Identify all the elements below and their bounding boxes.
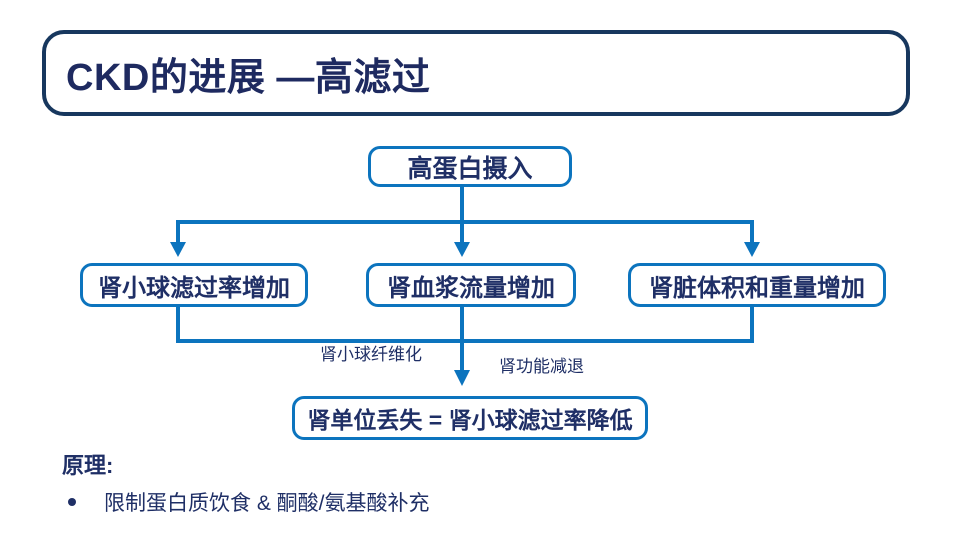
title-box: CKD的进展 —高滤过 <box>42 30 910 116</box>
arrowhead-right-icon <box>744 242 760 257</box>
lower-connector-lines <box>176 307 754 372</box>
arrowhead-bottom-icon <box>454 370 470 386</box>
edge-label-glomerular-fibrosis: 肾小球纤维化 <box>320 345 422 364</box>
node-label: 高蛋白摄入 <box>407 154 533 183</box>
node-high-protein-intake: 高蛋白摄入 <box>368 146 572 187</box>
bullet-item: 限制蛋白质饮食 & 酮酸/氨基酸补充 <box>62 487 430 517</box>
upper-connector-lines <box>176 187 754 244</box>
notes-section: 原理: 限制蛋白质饮食 & 酮酸/氨基酸补充 <box>62 448 430 517</box>
node-kidney-volume-weight-increase: 肾脏体积和重量增加 <box>628 263 886 307</box>
bullet-text: 限制蛋白质饮食 & 酮酸/氨基酸补充 <box>104 492 430 515</box>
node-gfr-increase: 肾小球滤过率增加 <box>80 263 308 307</box>
node-label: 肾小球滤过率增加 <box>98 274 290 302</box>
slide-title: CKD的进展 —高滤过 <box>66 56 431 99</box>
arrowhead-center-icon <box>454 242 470 257</box>
lower-arrowhead <box>454 370 470 386</box>
edge-label-renal-function-decline: 肾功能减退 <box>499 357 584 376</box>
node-label: 肾脏体积和重量增加 <box>649 274 865 302</box>
node-renal-plasma-flow-increase: 肾血浆流量增加 <box>366 263 576 307</box>
arrowhead-left-icon <box>170 242 186 257</box>
notes-heading: 原理: <box>62 453 114 478</box>
bullet-icon <box>68 498 76 506</box>
node-nephron-loss-gfr-decrease: 肾单位丢失 = 肾小球滤过率降低 <box>292 396 648 440</box>
node-label: 肾单位丢失 = 肾小球滤过率降低 <box>307 407 633 433</box>
node-label: 肾血浆流量增加 <box>387 274 555 302</box>
upper-arrowheads <box>170 242 760 257</box>
